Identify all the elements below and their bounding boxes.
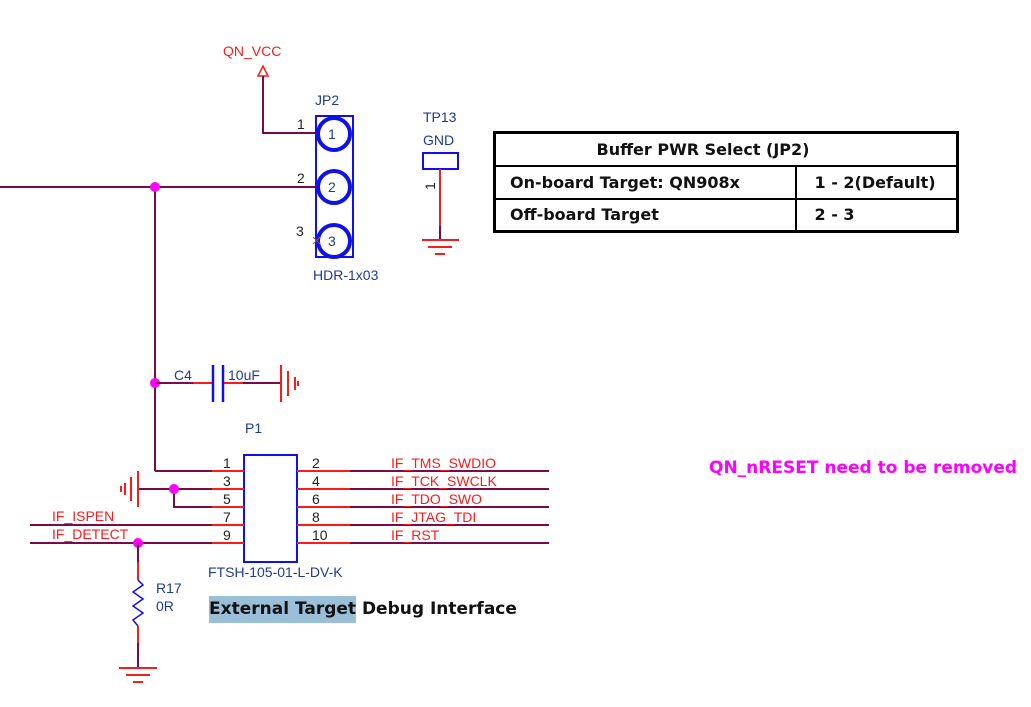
tp13-pad	[422, 152, 459, 170]
jp2-pin-1-label: 1	[328, 126, 336, 142]
p1-connector: P1 1 3 5 7 9 2 4 6 8 10 FTSH-105-01-L-DV-K	[208, 420, 350, 580]
annotation-note: QN_nRESET need to be removed	[709, 458, 1018, 478]
table-title: Buffer PWR Select (JP2)	[493, 131, 959, 167]
p1-right-nets: IF_TMS_SWDIO IF_TCK_SWCLK IF_TDO_SWO IF_JTA…	[350, 455, 549, 544]
c4-value: 10uF	[228, 367, 260, 383]
p1-left-nets: IF_ISPEN IF_DETECT	[30, 508, 212, 548]
table-cell-target: Off-board Target	[493, 197, 797, 233]
p1-pin-number: 2	[312, 455, 320, 471]
no-connect-icon	[312, 236, 321, 245]
jp2-pin-3-label: 3	[328, 233, 336, 249]
buffer-pwr-select-table: Buffer PWR Select (JP2) On-board Target:…	[493, 131, 959, 233]
p1-pin-number: 4	[312, 473, 320, 489]
junction-dot	[150, 182, 160, 192]
c4-capacitor: C4 10uF	[155, 365, 299, 402]
tp13-testpoint: TP13 GND 1	[422, 109, 459, 255]
table-row: On-board Target: QN908x 1 - 2(Default)	[493, 164, 959, 200]
ground-icon	[120, 471, 139, 507]
table-cell-target: On-board Target: QN908x	[493, 164, 797, 200]
p1-pin-number: 9	[223, 527, 231, 543]
resistor-zigzag	[131, 579, 145, 627]
p1-body	[243, 454, 298, 563]
p1-designator: P1	[245, 420, 262, 436]
junction-dot	[169, 484, 179, 494]
table-cell-setting: 1 - 2(Default)	[794, 164, 959, 200]
ground-icon	[119, 667, 157, 683]
net-label-if-detect: IF_DETECT	[52, 526, 129, 542]
p1-pin-number: 7	[223, 509, 231, 525]
r17-designator: R17	[156, 580, 182, 596]
ground-icon	[422, 239, 459, 255]
p1-pin-number: 8	[312, 509, 320, 525]
table-cell-setting: 2 - 3	[794, 197, 959, 233]
tp13-pin-number: 1	[422, 182, 438, 190]
qn-vcc-label: QN_VCC	[223, 43, 281, 59]
p1-pin-number: 10	[312, 527, 328, 543]
section-caption: External Target Debug Interface	[209, 596, 517, 623]
net-label: IF_TDO_SWO	[391, 491, 482, 507]
p1-pin-number: 3	[223, 473, 231, 489]
jp2-header: JP2 1 2 3 1 2 3 HDR-1x03	[296, 92, 379, 283]
p1-gnd-net	[120, 471, 212, 508]
jp2-pin-2-number: 2	[297, 170, 305, 186]
caption-highlighted: External Target	[209, 596, 357, 623]
jp2-pin-1	[316, 116, 352, 152]
net-label: IF_TMS_SWDIO	[391, 455, 496, 471]
jp2-footprint: HDR-1x03	[313, 267, 379, 283]
tp13-value: GND	[423, 132, 454, 148]
jp2-pin-3-number: 3	[296, 223, 304, 239]
qn-vcc-power-port: QN_VCC	[223, 43, 281, 77]
jp2-designator: JP2	[315, 92, 339, 108]
power-arrow-icon	[256, 64, 270, 77]
ground-icon	[280, 365, 299, 402]
net-label: IF_JTAG_TDI	[391, 509, 476, 525]
c4-designator: C4	[174, 367, 192, 383]
jp2-pin-2	[316, 169, 352, 205]
p1-pin-number: 1	[223, 455, 231, 471]
net-label: IF_RST	[391, 527, 440, 543]
jp2-pin-3	[316, 223, 352, 259]
table-row: Off-board Target 2 - 3	[493, 197, 959, 233]
net-label-if-ispen: IF_ISPEN	[52, 508, 114, 524]
r17-resistor: R17 0R	[119, 543, 182, 683]
tp13-designator: TP13	[423, 109, 457, 125]
caption-rest: Debug Interface	[356, 599, 517, 619]
p1-footprint: FTSH-105-01-L-DV-K	[208, 564, 343, 580]
p1-pin-number: 5	[223, 491, 231, 507]
jp2-pin-1-number: 1	[297, 116, 305, 132]
r17-value: 0R	[156, 598, 174, 614]
p1-pin-number: 6	[312, 491, 320, 507]
net-label: IF_TCK_SWCLK	[391, 473, 497, 489]
wire-vcc-to-jp2	[262, 76, 316, 134]
jp2-pin-2-label: 2	[328, 179, 336, 195]
